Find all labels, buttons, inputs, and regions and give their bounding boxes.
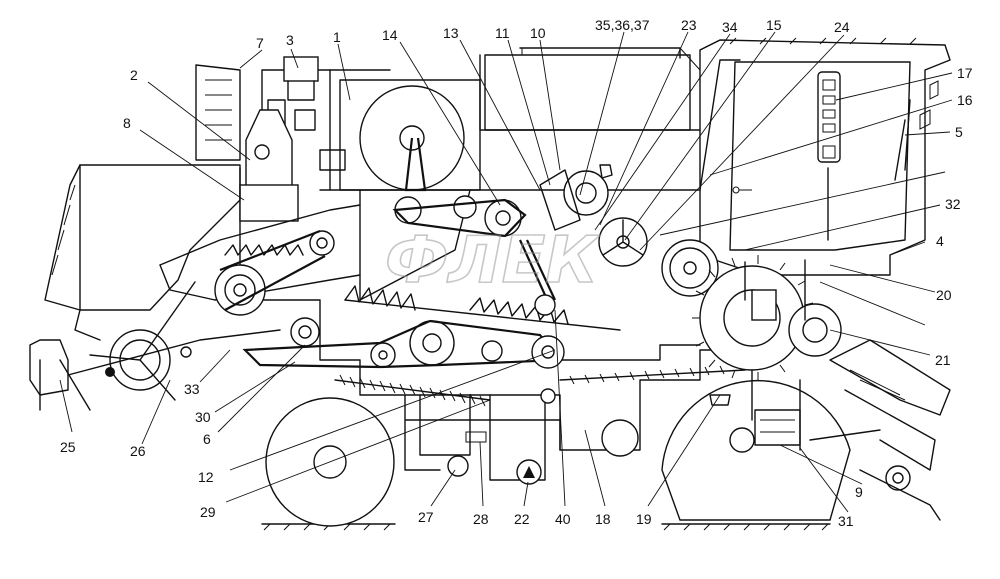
threshing-drum (319, 85, 465, 192)
callout-19: 19 (636, 511, 652, 527)
callout-3: 3 (286, 32, 294, 48)
callout-21: 21 (935, 352, 951, 368)
callout-13: 13 (443, 25, 459, 41)
callout-17: 17 (957, 65, 973, 81)
callout-34: 34 (722, 19, 738, 35)
callout-28: 28 (473, 511, 489, 527)
callout-22: 22 (514, 511, 530, 527)
watermark-text: ФЛЕК (385, 224, 600, 298)
callout-16: 16 (957, 92, 973, 108)
callout-6: 6 (203, 431, 211, 447)
rear-beater (692, 255, 842, 451)
callout-24: 24 (834, 19, 850, 35)
callout-14: 14 (382, 27, 398, 43)
callout-32: 32 (945, 196, 961, 212)
callout-10: 10 (530, 25, 546, 41)
callout-1: 1 (333, 29, 341, 45)
engine-compartment (195, 56, 391, 222)
grain-auger (334, 365, 746, 485)
callout-31: 31 (838, 513, 854, 529)
callout-11: 11 (495, 25, 510, 41)
operator-cabin (699, 37, 951, 276)
callout-26: 26 (130, 443, 146, 459)
callout-5: 5 (955, 124, 963, 140)
callout-9: 9 (855, 484, 863, 500)
rear-steer-wheel (661, 379, 851, 521)
callout-27: 27 (418, 509, 434, 525)
header-reel (29, 164, 281, 411)
callout-38: 40 (555, 511, 571, 527)
callout-12: 12 (198, 469, 214, 485)
callout-7: 7 (256, 35, 264, 51)
belt-drive (214, 195, 565, 369)
cleaning-fan (539, 164, 719, 297)
callout-labels: 7 3 1 14 13 11 10 35,36,37 23 34 15 24 2… (60, 17, 973, 529)
callout-25: 25 (60, 439, 76, 455)
callout-20: 20 (936, 287, 952, 303)
callout-2: 2 (130, 67, 138, 83)
callout-30: 30 (195, 409, 211, 425)
callout-8: 8 (123, 115, 131, 131)
callout-35-36-37: 35,36,37 (595, 17, 650, 33)
ground-lines (261, 523, 831, 531)
callout-4: 4 (936, 233, 944, 249)
callout-18: 18 (595, 511, 611, 527)
callout-15: 15 (766, 17, 782, 33)
straw-chopper (809, 339, 951, 521)
callout-33: 33 (184, 381, 200, 397)
callout-29: 29 (200, 504, 216, 520)
callout-23: 23 (681, 17, 697, 33)
leader-lines (59, 31, 953, 513)
grain-tank (479, 47, 701, 131)
watermark-logo: ФЛЕК (384, 223, 601, 299)
